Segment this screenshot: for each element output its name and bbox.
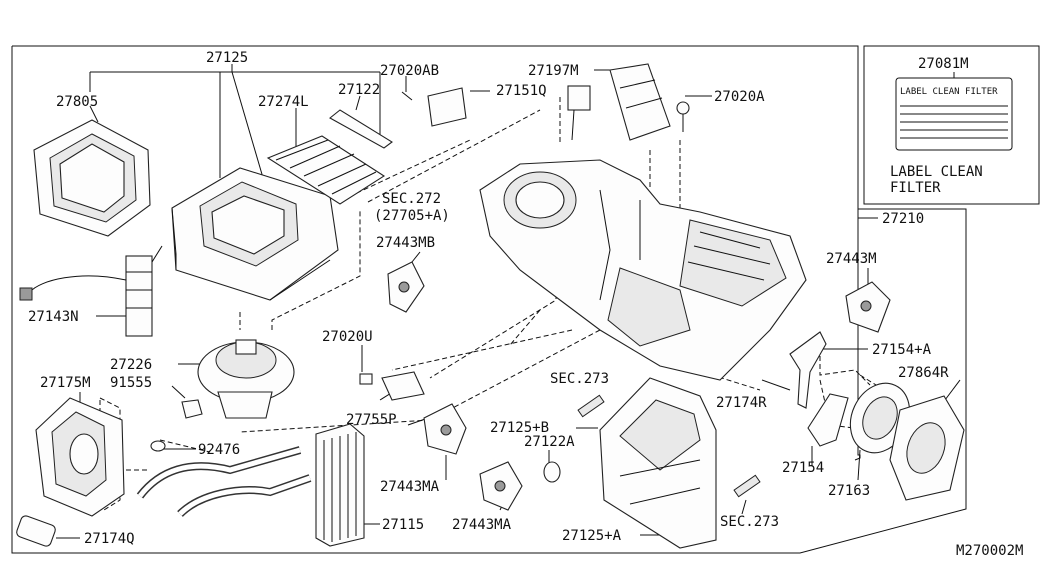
label-27443M: 27443M	[826, 251, 877, 267]
sticker-text: LABEL CLEAN FILTER	[900, 87, 998, 97]
label-27210: 27210	[882, 211, 924, 227]
leader-lines	[56, 64, 961, 539]
label-27020U: 27020U	[322, 329, 373, 345]
seal-ring-27805	[33, 119, 151, 237]
actuator-27443MB	[387, 261, 425, 313]
pad-sec273-lower	[733, 474, 761, 498]
label-27163: 27163	[828, 483, 870, 499]
label-clean-filter-caption-2: FILTER	[890, 180, 941, 196]
label-27143N: 27143N	[28, 309, 79, 325]
lever-27154A	[789, 331, 827, 409]
label-sec272-sub: (27705+A)	[374, 208, 450, 224]
label-27174Q: 27174Q	[84, 531, 135, 547]
label-inset-frame	[863, 45, 1040, 205]
heater-core-27115	[315, 423, 365, 547]
label-27125B: 27125+B	[490, 420, 549, 436]
label-27125: 27125	[206, 50, 248, 66]
screw-27020AB	[401, 91, 413, 101]
label-sec273-upper: SEC.273	[550, 371, 609, 387]
label-27226: 27226	[110, 357, 152, 373]
label-27197M: 27197M	[528, 63, 579, 79]
actuator-27443MA-1	[423, 403, 467, 455]
label-27864R: 27864R	[898, 365, 949, 381]
heater-pipes	[136, 446, 312, 517]
label-27125A: 27125+A	[562, 528, 622, 544]
cover-27864R	[889, 395, 965, 501]
strip-27122	[329, 109, 393, 149]
label-27151Q: 27151Q	[496, 83, 547, 99]
label-27020AB: 27020AB	[380, 63, 439, 79]
part-labels: 27125 27805 27274L 27122 27020AB 27197M …	[28, 50, 1023, 559]
label-27081M: 27081M	[918, 56, 969, 72]
label-sec272: SEC.272	[382, 191, 441, 207]
blower-case-27125	[171, 167, 339, 301]
blower-motor-27226	[197, 339, 295, 419]
heater-case-assembly	[479, 159, 807, 381]
pad-sec273-upper	[577, 394, 605, 418]
duct-27175M	[35, 397, 125, 517]
sensor-27151Q	[427, 87, 467, 127]
label-clean-filter-caption-1: LABEL CLEAN	[890, 164, 983, 180]
actuator-27443M	[845, 281, 891, 333]
gasket-27755P	[381, 371, 425, 401]
harness-27143N	[19, 245, 163, 337]
label-27154: 27154	[782, 460, 824, 476]
label-27174R: 27174R	[716, 395, 767, 411]
label-27443MB: 27443MB	[376, 235, 435, 251]
part-27122A	[543, 461, 561, 483]
lower-case-27125A	[599, 377, 717, 549]
label-27443MA-upper: 27443MA	[380, 479, 440, 495]
screw-27020A	[676, 101, 690, 132]
label-27805: 27805	[56, 94, 98, 110]
clean-filter-label-sticker: LABEL CLEAN FILTER	[895, 72, 1013, 151]
lever-27154	[807, 393, 849, 447]
clip-91555	[181, 399, 203, 419]
gasket-27174Q	[16, 515, 56, 547]
actuator-27443MA-2	[479, 461, 523, 511]
diagram-id: M270002M	[956, 543, 1023, 559]
label-27175M: 27175M	[40, 375, 91, 391]
washer-92476	[150, 440, 166, 452]
unit-27197M	[567, 63, 671, 141]
label-27115: 27115	[382, 517, 424, 533]
clip-27020U	[359, 373, 373, 385]
label-sec273-lower: SEC.273	[720, 514, 779, 530]
label-27122A: 27122A	[524, 434, 575, 450]
label-27274L: 27274L	[258, 94, 309, 110]
label-92476: 92476	[198, 442, 240, 458]
main-frame-outline	[11, 46, 967, 554]
label-27122: 27122	[338, 82, 380, 98]
cabin-filter-27274L	[266, 135, 386, 205]
label-91555: 91555	[110, 375, 152, 391]
label-27154A: 27154+A	[872, 342, 932, 358]
label-27020A: 27020A	[714, 89, 765, 105]
label-27443MA-lower: 27443MA	[452, 517, 512, 533]
label-27755P: 27755P	[346, 412, 397, 428]
